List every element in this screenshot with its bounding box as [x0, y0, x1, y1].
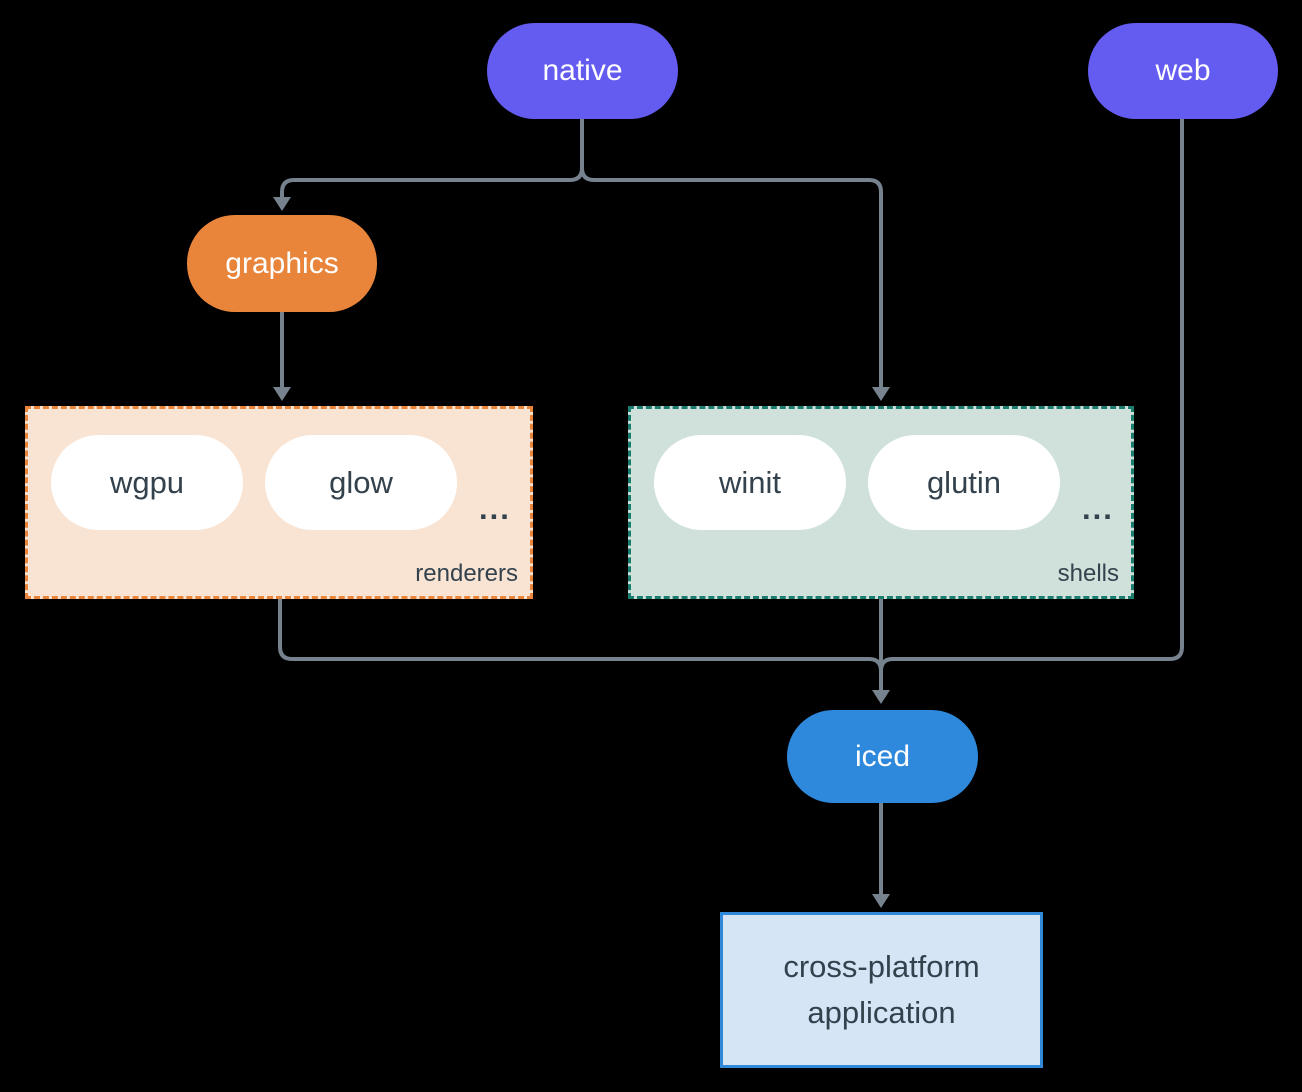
node-application: cross-platform application — [720, 912, 1043, 1068]
node-graphics-label: graphics — [225, 246, 339, 280]
node-wgpu: wgpu — [51, 435, 243, 530]
node-glutin: glutin — [868, 435, 1060, 530]
node-glutin-label: glutin — [926, 464, 1002, 500]
node-graphics: graphics — [187, 215, 377, 312]
node-native: native — [487, 23, 678, 119]
group-shells: winit glutin ... shells — [628, 406, 1134, 599]
node-iced: iced — [787, 710, 978, 803]
edge-renderers-to-junction — [278, 599, 883, 672]
arrow-head-graphics — [273, 197, 291, 211]
node-web-label: web — [1155, 54, 1211, 87]
node-glow: glow — [265, 435, 457, 530]
shells-ellipsis: ... — [1082, 490, 1114, 526]
node-native-label: native — [542, 54, 623, 87]
application-label-line1: cross-platform — [783, 949, 980, 984]
edge-native-to-graphics — [280, 119, 584, 197]
node-wgpu-label: wgpu — [109, 464, 185, 500]
arrow-head-shells — [872, 387, 890, 401]
node-web: web — [1088, 23, 1278, 119]
node-iced-label: iced — [854, 739, 911, 773]
renderers-caption: renderers — [415, 560, 518, 587]
edge-native-to-shells — [580, 119, 883, 387]
application-label-line2: application — [807, 995, 956, 1030]
shells-caption: shells — [1057, 560, 1119, 587]
arrow-head-renderers — [273, 387, 291, 401]
group-renderers: wgpu glow ... renderers — [25, 406, 533, 599]
node-glow-label: glow — [329, 464, 393, 500]
renderers-ellipsis: ... — [479, 490, 511, 526]
arrow-head-application — [872, 894, 890, 908]
node-winit: winit — [654, 435, 846, 530]
node-winit-label: winit — [718, 464, 781, 500]
arrow-head-iced — [872, 690, 890, 704]
